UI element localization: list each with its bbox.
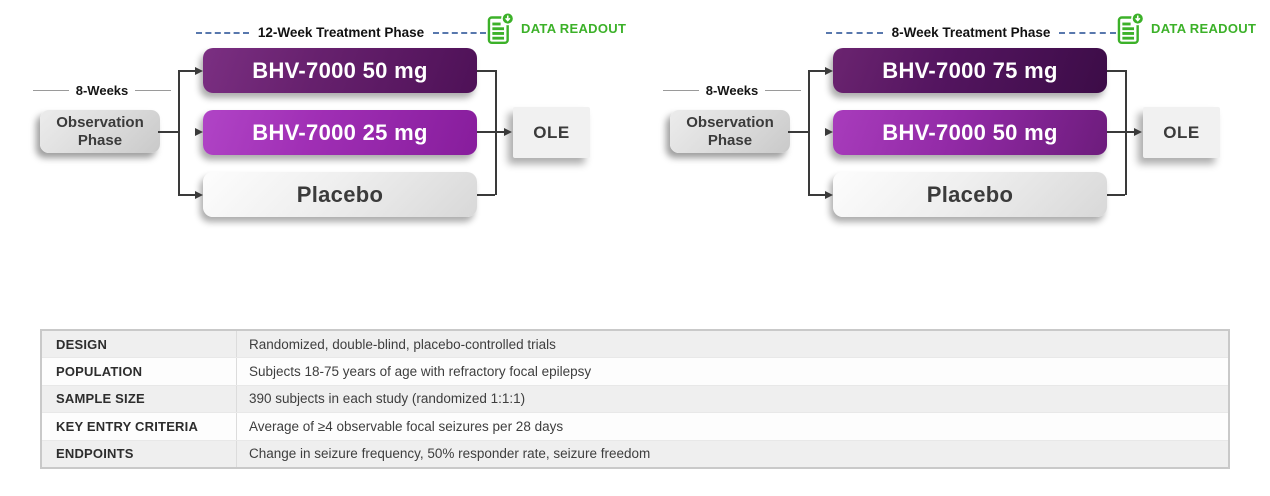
table-row: DESIGN Randomized, double-blind, placebo… [42,331,1228,359]
connector-line [495,70,497,195]
row-label: KEY ENTRY CRITERIA [42,413,237,440]
connector-line [1125,70,1127,195]
data-readout: DATA READOUT [487,12,626,45]
trial-spec-table: DESIGN Randomized, double-blind, placebo… [40,329,1230,469]
arrowhead [195,66,203,75]
row-label: SAMPLE SIZE [42,385,237,413]
arrowhead [195,190,203,199]
arrowhead [825,66,833,75]
ole-box: OLE [513,107,590,158]
arrowhead [825,190,833,199]
report-download-icon [487,12,514,45]
connector-line [808,70,810,195]
connector-line [1107,70,1125,72]
rule-line [765,89,802,91]
row-value: Change in seizure frequency, 50% respond… [249,446,651,462]
arrowhead [1134,127,1142,136]
treatment-phase-label: 8-Week Treatment Phase [891,25,1051,40]
data-readout: DATA READOUT [1117,12,1256,45]
treatment-arm-high-dose: BHV-7000 50 mg [203,48,477,93]
data-readout-label: DATA READOUT [1151,21,1257,36]
row-label: DESIGN [42,331,237,358]
connector-line [1107,131,1135,133]
table-row: POPULATION Subjects 18-75 years of age w… [42,358,1228,386]
table-row: ENDPOINTS Change in seizure frequency, 5… [42,440,1228,467]
ole-box: OLE [1143,107,1220,158]
observation-duration-row: 8-Weeks [663,82,802,98]
treatment-phase-row: 8-Week Treatment Phase [826,24,1117,41]
rule-line [33,89,69,91]
dashed-line [826,31,883,34]
connector-line [477,194,495,196]
arrowhead [825,127,833,136]
connector-line [178,70,196,72]
report-download-icon [1117,12,1144,45]
treatment-arm-low-dose: BHV-7000 50 mg [833,110,1107,155]
treatment-phase-row: 12-Week Treatment Phase [196,24,486,41]
connector-line [808,70,826,72]
dashed-line [433,31,486,34]
table-row: SAMPLE SIZE 390 subjects in each study (… [42,385,1228,414]
dashed-line [1059,31,1117,34]
connector-line [808,194,826,196]
study-diagram-1: 8-Weeks Observation Phase 12-Week Treatm… [0,0,640,250]
observation-phase-box: Observation Phase [670,110,790,153]
row-value: 390 subjects in each study (randomized 1… [249,391,526,407]
observation-duration-label: 8-Weeks [705,82,759,98]
row-value: Average of ≥4 observable focal seizures … [249,418,564,434]
observation-duration-label: 8-Weeks [75,82,129,98]
treatment-arm-low-dose: BHV-7000 25 mg [203,110,477,155]
treatment-arm-high-dose: BHV-7000 75 mg [833,48,1107,93]
connector-line [788,131,809,133]
treatment-phase-label: 12-Week Treatment Phase [257,25,425,40]
dashed-line [196,31,249,34]
treatment-arm-placebo: Placebo [833,172,1107,217]
connector-line [1107,194,1125,196]
row-value: Randomized, double-blind, placebo-contro… [249,336,556,352]
observation-duration-row: 8-Weeks [33,82,172,98]
rule-line [135,89,172,91]
connector-line [178,70,180,195]
arrowhead [195,127,203,136]
connector-line [158,131,179,133]
connector-line [477,131,505,133]
row-label: POPULATION [42,358,237,385]
row-label: ENDPOINTS [42,440,237,467]
study-diagram-2: 8-Weeks Observation Phase 8-Week Treatme… [630,0,1270,250]
rule-line [663,89,699,91]
treatment-arm-placebo: Placebo [203,172,477,217]
observation-phase-box: Observation Phase [40,110,160,153]
table-row: KEY ENTRY CRITERIA Average of ≥4 observa… [42,413,1228,441]
arrowhead [504,127,512,136]
row-value: Subjects 18-75 years of age with refract… [249,364,592,380]
connector-line [477,70,495,72]
connector-line [178,194,196,196]
data-readout-label: DATA READOUT [521,21,627,36]
